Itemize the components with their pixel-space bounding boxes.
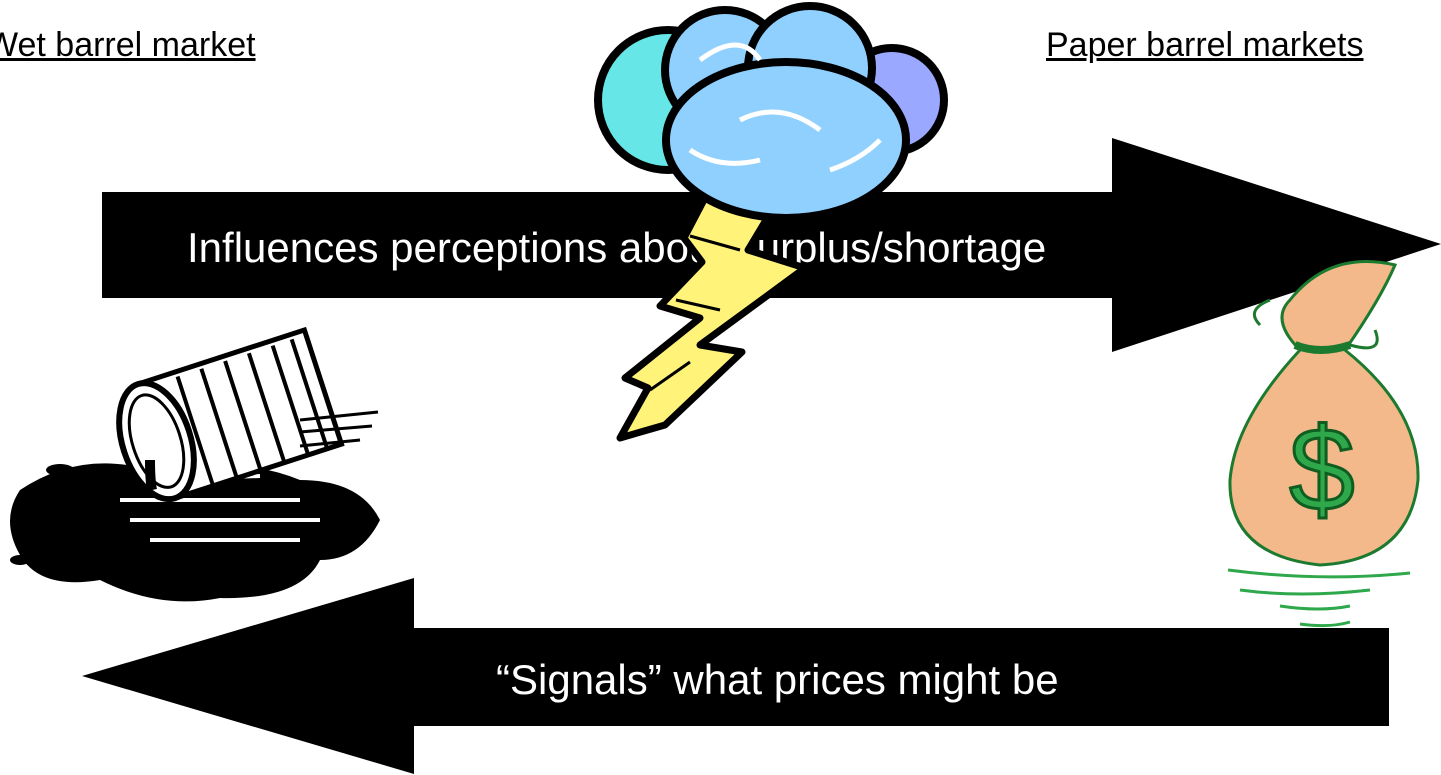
top-arrow-label: Influences perceptions about surplus/sho… xyxy=(187,224,1047,271)
left-arrow xyxy=(82,578,1389,774)
lightning-bolt-icon xyxy=(616,192,809,442)
paper-barrel-markets-label: Paper barrel markets xyxy=(1046,26,1364,64)
money-bag-icon: $ xyxy=(1227,260,1420,628)
right-arrow xyxy=(102,138,1441,352)
spilled-oil-barrel-icon xyxy=(10,326,380,602)
wet-barrel-market-label: Wet barrel market xyxy=(0,26,256,64)
storm-cloud-icon xyxy=(594,2,948,222)
dollar-sign: $ xyxy=(1289,404,1355,536)
bottom-arrow-label: “Signals” what prices might be xyxy=(496,656,1059,703)
